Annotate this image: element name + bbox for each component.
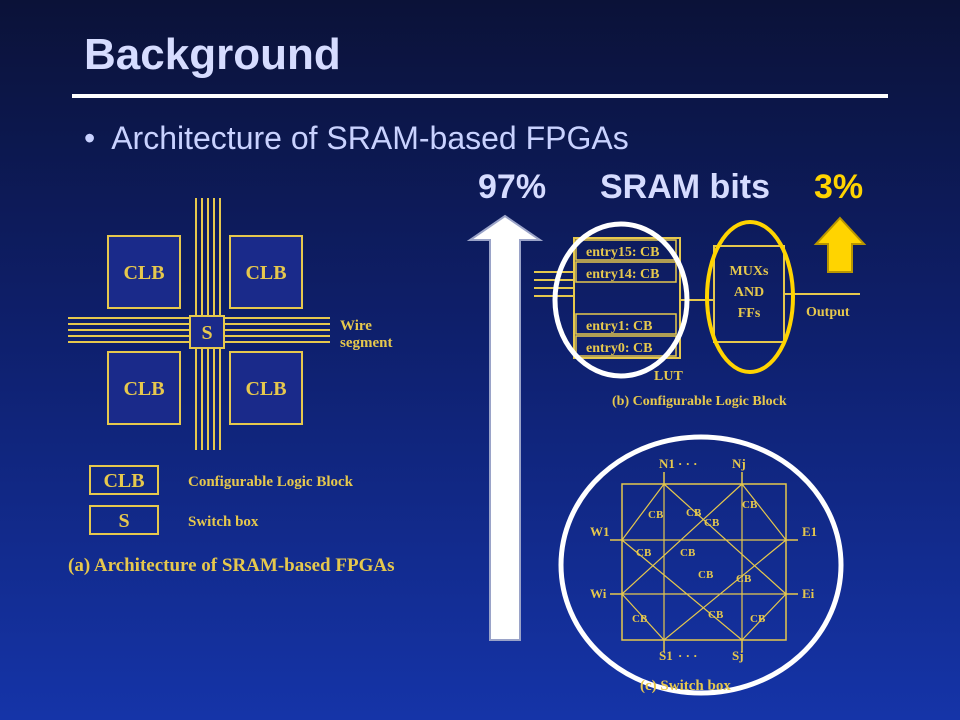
entry-label: entry14: CB (586, 267, 660, 282)
clb-box-top-right (229, 235, 303, 309)
cb-label: CB (698, 569, 714, 581)
entry-label: entry15: CB (586, 245, 660, 260)
wire-label-2: segment (340, 335, 393, 351)
mux-label-3: FFs (738, 306, 761, 321)
node-e1: E1 (802, 524, 817, 539)
sram-highlight-ellipse (552, 221, 690, 379)
diagram-c: N1 · · · Nj W1 Wi E1 Ei S1 · · · Sj CB C… (558, 434, 844, 696)
entry-label: entry1: CB (586, 319, 653, 334)
dots: · · · (678, 648, 698, 663)
caption-b: (b) Configurable Logic Block (612, 394, 787, 409)
switch-connections (621, 483, 787, 641)
node-nj: Nj (732, 456, 746, 471)
clb-box-bottom-right (229, 351, 303, 425)
bullet-text: Architecture of SRAM-based FPGAs (111, 120, 629, 156)
legend-s-desc: Switch box (188, 514, 259, 530)
node-wi: Wi (590, 586, 607, 601)
cb-label: CB (742, 499, 758, 511)
mux-label-1: MUXs (730, 264, 769, 279)
caption-c: (c) Switch box (640, 678, 731, 694)
logic-highlight-ellipse (705, 220, 795, 374)
clb-label: CLB (123, 378, 164, 400)
clb-box-bottom-left (107, 351, 181, 425)
switch-label: S (201, 322, 212, 344)
legend-s-box (89, 505, 159, 535)
node-n1: N1 (659, 456, 675, 471)
diagram-b: entry15: CB entry14: CB entry1: CB entry… (534, 220, 860, 409)
wire-label: Wire (340, 318, 372, 334)
clb-label: CLB (123, 262, 164, 284)
slide-title: Background (84, 30, 341, 79)
up-arrow-icon (466, 214, 544, 641)
node-s1: S1 (659, 648, 673, 663)
entry-box (575, 261, 677, 283)
legend-clb-box-label: CLB (103, 470, 144, 492)
mux-label-2: AND (734, 285, 764, 300)
cb-label: CB (686, 507, 702, 519)
title-rule (72, 94, 888, 98)
legend-clb-box (89, 465, 159, 495)
node-ei: Ei (802, 586, 815, 601)
caption-a: (a) Architecture of SRAM-based FPGAs (68, 555, 394, 576)
legend-clb-desc: Configurable Logic Block (188, 474, 354, 490)
clb-label: CLB (245, 262, 286, 284)
cb-label: CB (750, 613, 766, 625)
node-w1: W1 (590, 524, 610, 539)
switchbox-highlight-ellipse (558, 434, 844, 696)
node-sj: Sj (732, 648, 744, 663)
small-up-arrow-icon (813, 216, 867, 273)
lut-label: LUT (654, 369, 683, 384)
sram-bits-label: SRAM bits (600, 168, 770, 206)
legend-s-box-label: S (118, 510, 129, 532)
diagram-a: CLB CLB CLB CLB S Wire segment CLB Confi… (68, 198, 394, 576)
lut-box (573, 237, 681, 359)
clb-label: CLB (245, 378, 286, 400)
cb-label: CB (636, 547, 652, 559)
switch-stubs (610, 472, 798, 652)
clb-box-top-left (107, 235, 181, 309)
switch-box (189, 315, 225, 349)
bullet-dot: • (84, 120, 96, 156)
percent-sram-label: 97% (478, 168, 547, 206)
entry-label: entry0: CB (586, 341, 653, 356)
output-label: Output (806, 305, 850, 320)
cb-label: CB (704, 517, 720, 529)
cb-label: CB (680, 547, 696, 559)
entry-box (575, 313, 677, 335)
switch-box-frame (621, 483, 787, 641)
cb-label: CB (648, 509, 664, 521)
entry-box (575, 239, 677, 261)
cb-label: CB (736, 573, 752, 585)
bullet-item: • Architecture of SRAM-based FPGAs (84, 120, 629, 157)
percent-other-label: 3% (814, 168, 864, 206)
cb-label: CB (708, 609, 724, 621)
dots: · · · (678, 456, 698, 471)
cb-label: CB (632, 613, 648, 625)
